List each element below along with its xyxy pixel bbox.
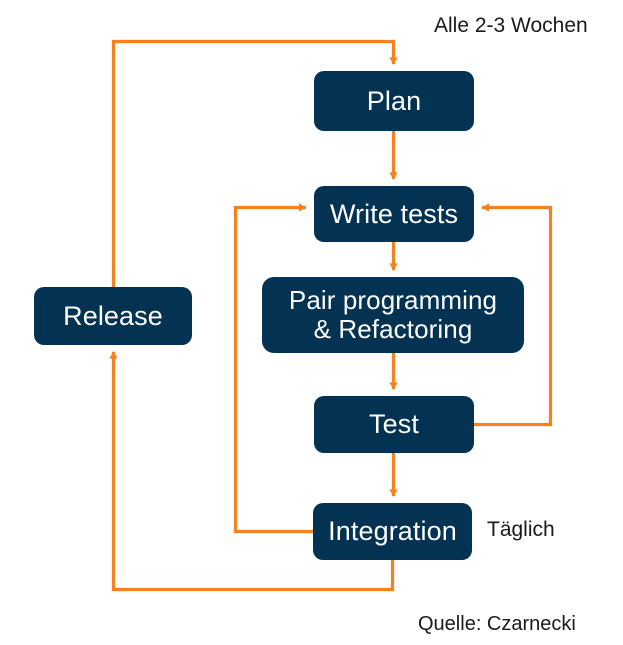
node-write-tests-label: Write tests (329, 198, 459, 229)
node-integration-label: Integration (328, 516, 457, 547)
node-pair-programming-refactoring-label: Pair programming & Refactoring (288, 284, 498, 344)
node-release[interactable]: Release (34, 287, 192, 345)
node-pair-programming-refactoring[interactable]: Pair programming & Refactoring (262, 277, 524, 353)
connector-integration-to-release (109, 350, 395, 592)
node-test-label: Test (369, 409, 419, 440)
node-test[interactable]: Test (314, 396, 474, 453)
node-plan-label: Plan (366, 85, 422, 116)
caption-cadence-short: Täglich (487, 518, 555, 541)
connector-test-to-write-tests (474, 203, 553, 427)
node-write-tests[interactable]: Write tests (314, 186, 474, 242)
node-release-label: Release (63, 300, 163, 331)
node-plan[interactable]: Plan (314, 71, 474, 131)
connector-integration-to-write-tests (233, 203, 313, 534)
caption-source: Quelle: Czarnecki (418, 613, 576, 635)
node-integration[interactable]: Integration (313, 503, 472, 560)
connector-release-to-plan (111, 39, 398, 287)
caption-cadence-long: Alle 2-3 Wochen (434, 14, 588, 37)
